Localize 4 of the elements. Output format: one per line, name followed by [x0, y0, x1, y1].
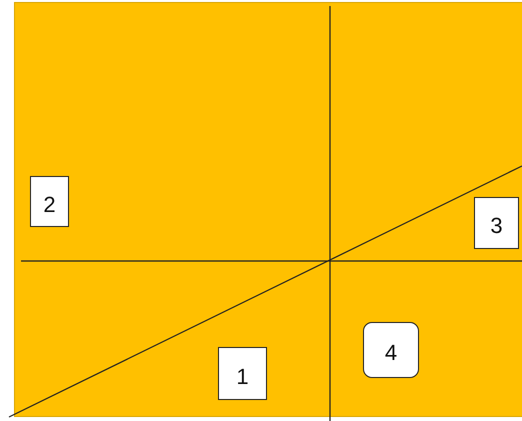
number-box: 2: [30, 176, 69, 227]
number-box: 1: [218, 347, 267, 400]
number-box: 4: [363, 322, 419, 378]
number-box: 3: [474, 197, 519, 249]
